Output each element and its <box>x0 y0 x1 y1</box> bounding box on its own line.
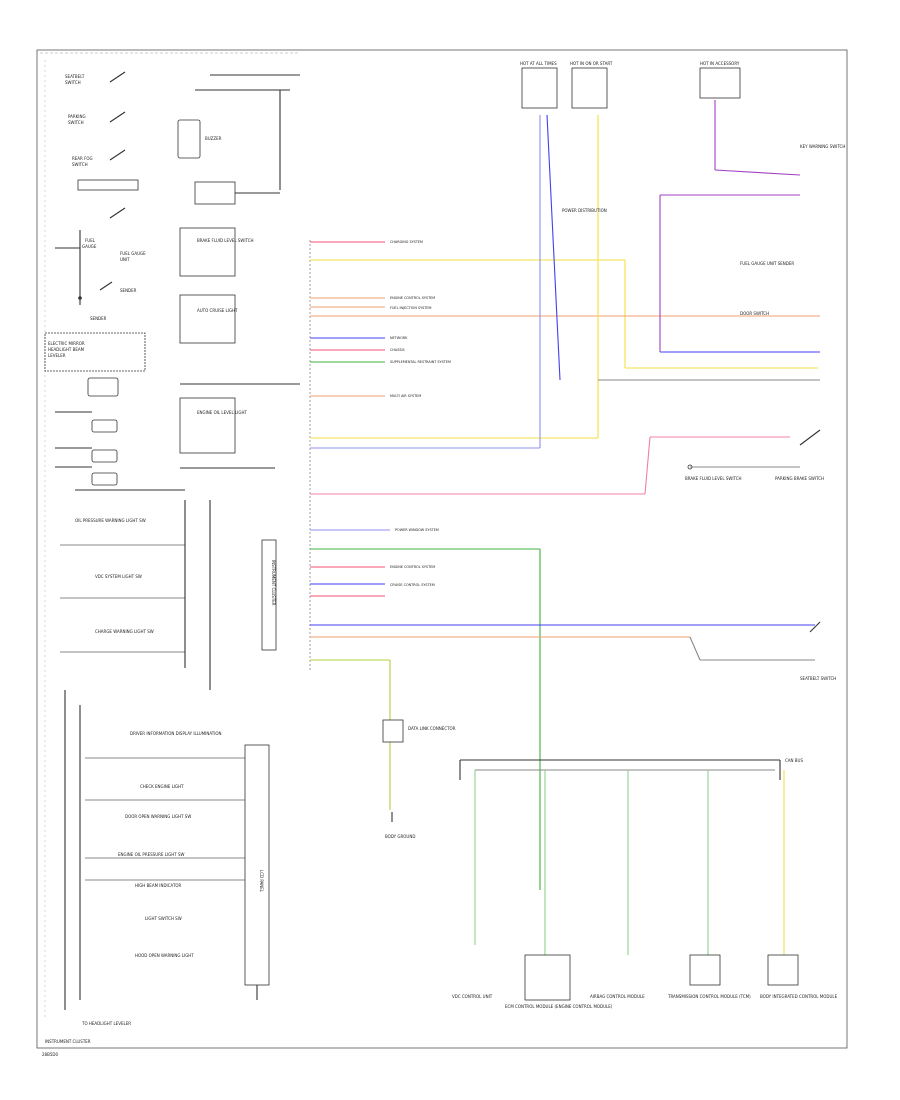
svg-text:SWITCH: SWITCH <box>65 80 81 85</box>
svg-text:BUZZER: BUZZER <box>205 136 222 141</box>
lower-label-1: CHECK ENGINE LIGHT <box>140 784 184 789</box>
headlight-leveler-label: TO HEADLIGHT LEVELER <box>81 1021 131 1026</box>
bottom-group: DATA LINK CONNECTOR BODY GROUND CAN BUS … <box>382 719 838 1009</box>
top-right-group: HOT AT ALL TIMES HOT IN ON OR START HOT … <box>520 61 820 448</box>
center-module-group: BUZZER BRAKE FLUID LEVEL SWITCH AUTO CRU… <box>177 74 300 651</box>
wire-label-5: SUPPLEMENTAL RESTRAINT SYSTEM <box>390 360 451 364</box>
svg-text:SWITCH: SWITCH <box>72 162 88 167</box>
wire-gray-down <box>689 636 701 661</box>
data-link-label: DATA LINK CONNECTOR <box>408 726 456 731</box>
svg-text:PARKING: PARKING <box>68 114 86 119</box>
wire-label-8: ENGINE CONTROL SYSTEM <box>390 565 435 569</box>
wire-label-9: CRUISE CONTROL SYSTEM <box>390 583 435 587</box>
right-label-0: KEY WARNING SWITCH <box>800 144 845 149</box>
lower-label-5: LIGHT SWITCH SW <box>145 916 182 921</box>
wire-pink-up <box>644 436 651 495</box>
right-side-group: KEY WARNING SWITCH FUEL GAUGE UNIT SENDE… <box>685 144 845 681</box>
left-lower-group: DRIVER INFORMATION DISPLAY ILLUMINATION … <box>42 690 270 1057</box>
svg-text:LEVELER: LEVELER <box>48 353 66 358</box>
lcd-panel-label: LCD PANEL <box>259 870 264 893</box>
bottom-module-1: ECM CONTROL MODULE (ENGINE CONTROL MODUL… <box>505 1004 613 1009</box>
footer-left-label: INSTRUMENT CLUSTER <box>45 1039 91 1044</box>
module-label-0: BRAKE FLUID LEVEL SWITCH <box>197 238 254 243</box>
wire-label-4: CHASSIS <box>390 348 405 352</box>
cluster-connector-label: INSTRUMENT CLUSTER <box>271 560 276 606</box>
lower-label-6: HOOD OPEN WARNING LIGHT <box>135 953 194 958</box>
wire-purple-right <box>714 169 801 176</box>
cluster-connector-box <box>261 539 277 651</box>
module-label-1: AUTO CRUISE LIGHT <box>197 308 238 313</box>
right-label-5: SEATBELT SWITCH <box>800 676 836 681</box>
wire-label-0: CHARGING SYSTEM <box>390 240 423 244</box>
bottom-module-2: AIRBAG CONTROL MODULE <box>590 994 645 999</box>
module-label-2: ENGINE OIL LEVEL LIGHT <box>197 410 247 415</box>
vdc-label: VDC SYSTEM LIGHT SW <box>95 574 142 579</box>
oil-pressure-label: OIL PRESSURE WARNING LIGHT SW <box>75 518 146 523</box>
svg-text:ELECTRIC MIRROR: ELECTRIC MIRROR <box>48 341 85 346</box>
right-label-1: FUEL GAUGE UNIT SENDER <box>740 261 794 266</box>
data-link-connector <box>382 719 404 743</box>
body-control-box <box>767 954 799 986</box>
wire-label-6: MULTI AIR SYSTEM <box>390 394 421 398</box>
fuse-label-1: HOT AT ALL TIMES <box>520 61 557 66</box>
lcd-panel-block <box>244 744 270 986</box>
wire-label-1: ENGINE CONTROL SYSTEM <box>390 296 435 300</box>
right-label-4: PARKING BRAKE SWITCH <box>775 476 824 481</box>
lower-label-0: DRIVER INFORMATION DISPLAY ILLUMINATION <box>130 731 222 736</box>
right-label-2: DOOR SWITCH <box>740 311 769 316</box>
svg-text:SWITCH: SWITCH <box>68 120 84 125</box>
can-bus-label: CAN BUS <box>785 758 803 763</box>
wire-label-2: FUEL INJECTION SYSTEM <box>390 306 432 310</box>
svg-text:SENDER: SENDER <box>90 316 107 321</box>
tcm-box <box>689 954 721 986</box>
svg-text:REAR FOG: REAR FOG <box>72 156 93 161</box>
lower-label-2: DOOR OPEN WARNING LIGHT SW <box>125 814 191 819</box>
charge-warning-label: CHARGE WARNING LIGHT SW <box>95 629 154 634</box>
wire-label-group: CHARGING SYSTEM ENGINE CONTROL SYSTEM FU… <box>390 240 451 587</box>
bottom-module-0: VDC CONTROL UNIT <box>452 994 493 999</box>
ecm-box <box>524 954 571 1001</box>
right-label-3: BRAKE FLUID LEVEL SWITCH <box>685 476 742 481</box>
fuse-label-3: HOT IN ACCESSORY <box>700 61 740 66</box>
svg-text:UNIT: UNIT <box>120 257 130 262</box>
footer-id: 28B5D0 <box>42 1052 58 1057</box>
svg-text:HEADLIGHT BEAM: HEADLIGHT BEAM <box>48 347 85 352</box>
bottom-module-4: BODY INTEGRATED CONTROL MODULE <box>760 994 838 999</box>
diagram-frame <box>36 49 848 1049</box>
svg-text:FUEL: FUEL <box>85 238 96 243</box>
wire-harness <box>309 240 820 890</box>
bottom-module-3: TRANSMISSION CONTROL MODULE (TCM) <box>667 994 751 999</box>
wire-label-3: NETWORK <box>390 336 408 340</box>
svg-text:GAUGE: GAUGE <box>82 244 97 249</box>
wire-label-7: POWER WINDOW SYSTEM <box>395 528 439 532</box>
fuse-label-2: HOT IN ON OR START <box>570 61 613 66</box>
svg-text:SENDER: SENDER <box>120 288 137 293</box>
body-ground-label: BODY GROUND <box>385 834 415 839</box>
left-gauge-group: OIL PRESSURE WARNING LIGHT SW VDC SYSTEM… <box>60 500 211 690</box>
svg-text:SEATBELT: SEATBELT <box>65 74 85 79</box>
lower-label-4: HIGH BEAM INDICATOR <box>135 883 182 888</box>
svg-text:FUEL GAUGE: FUEL GAUGE <box>120 251 146 256</box>
power-distribution-label: POWER DISTRIBUTION <box>562 208 607 213</box>
lower-label-3: ENGINE OIL PRESSURE LIGHT SW <box>118 852 184 857</box>
wire-blue-vert <box>546 114 561 381</box>
